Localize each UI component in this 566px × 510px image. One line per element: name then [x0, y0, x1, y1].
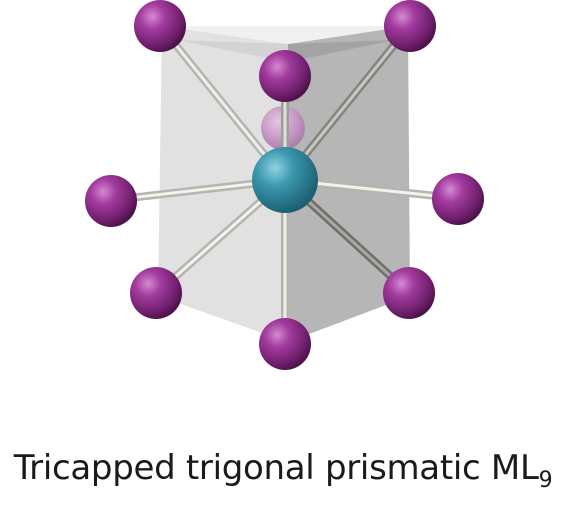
prism-top-shade-right [288, 40, 395, 62]
ligand-atom-left [85, 175, 137, 227]
metal-atom [252, 147, 318, 213]
ligand-atom-right [432, 173, 484, 225]
ligand-atoms [85, 0, 484, 370]
ligand-atom-top-center [259, 50, 311, 102]
ligand-atom-top-right [384, 0, 436, 52]
ligand-atom-top-left [134, 0, 186, 52]
figure-caption: Tricapped trigonal prismatic ML9 [0, 448, 566, 493]
prism-top-face [162, 26, 408, 44]
ligand-atom-bottom-left [130, 267, 182, 319]
prism-top-shade [175, 40, 288, 62]
ml9-geometry-illustration [85, 0, 484, 370]
ligand-atom-bottom-right [383, 267, 435, 319]
ligand-atom-bottom-center [259, 318, 311, 370]
caption-subscript: 9 [538, 468, 553, 493]
caption-text: Tricapped trigonal prismatic ML [13, 448, 539, 488]
molecule-diagram [85, 0, 484, 370]
